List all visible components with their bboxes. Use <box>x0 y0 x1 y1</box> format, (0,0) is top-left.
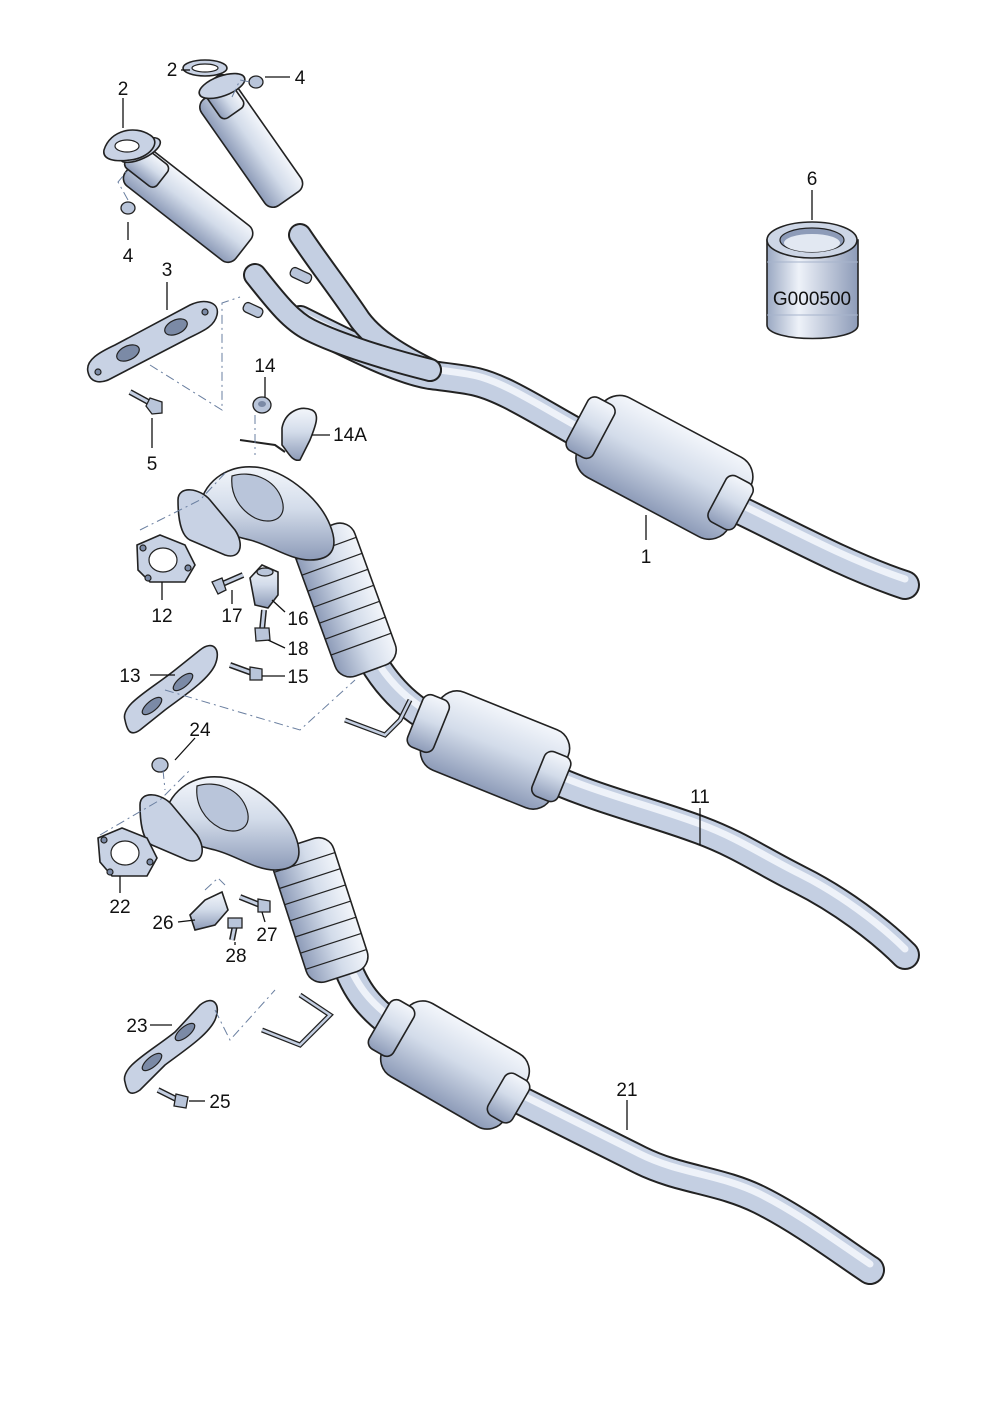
callout-24: 24 <box>189 720 211 741</box>
callout-17: 17 <box>221 606 242 627</box>
bracket-part-26 <box>189 890 229 931</box>
bracket-part-14A <box>239 407 318 462</box>
gasket-part-2-lower <box>103 129 156 162</box>
callout-16: 16 <box>287 609 308 630</box>
callout-18: 18 <box>287 639 308 660</box>
mounting-flange-part-3 <box>86 300 219 383</box>
callout-14A: 14A <box>333 425 367 446</box>
exhaust-pipe-assembly-21 <box>139 776 885 1285</box>
callout-leaders <box>119 69 813 1130</box>
callout-1: 1 <box>641 547 652 568</box>
sleeve-part-6: G000500 <box>766 221 859 340</box>
callout-2-upper: 2 <box>167 60 178 81</box>
nut-part-24 <box>151 757 169 773</box>
callout-4-lower: 4 <box>123 246 134 267</box>
bolt-part-5 <box>128 389 163 415</box>
callout-14: 14 <box>254 356 276 377</box>
bolt-part-18 <box>254 609 271 642</box>
callout-13: 13 <box>119 666 140 687</box>
callout-27: 27 <box>256 925 277 946</box>
callout-labels: 2 4 2 4 3 5 14 14A 1 6 12 17 16 18 13 15… <box>109 60 817 1113</box>
nut-part-4-lower <box>120 201 136 215</box>
callout-23: 23 <box>126 1016 147 1037</box>
gasket-part-12 <box>136 534 196 583</box>
bolt-part-15 <box>228 662 263 681</box>
mounting-flange-part-13 <box>123 644 219 734</box>
callout-12: 12 <box>151 606 172 627</box>
bolt-part-25 <box>156 1087 189 1109</box>
callout-11: 11 <box>690 787 710 808</box>
exhaust-pipe-assembly-11 <box>177 466 920 970</box>
callout-3: 3 <box>162 260 173 281</box>
callout-5: 5 <box>147 454 158 475</box>
mounting-flange-part-23 <box>123 999 219 1094</box>
exhaust-pipe-assembly-1 <box>118 72 920 600</box>
callout-22: 22 <box>109 897 130 918</box>
nut-part-4-upper <box>248 75 264 89</box>
gasket-part-2-upper <box>182 59 228 77</box>
bracket-part-16 <box>249 564 279 609</box>
callout-28: 28 <box>225 946 246 967</box>
callout-4-upper: 4 <box>295 68 306 89</box>
bolt-part-17 <box>211 572 245 595</box>
callout-2-lower: 2 <box>118 79 129 100</box>
callout-25: 25 <box>209 1092 230 1113</box>
bolt-part-28 <box>227 917 243 941</box>
callout-6: 6 <box>807 169 818 190</box>
callout-26: 26 <box>152 913 173 934</box>
callout-21: 21 <box>616 1080 637 1101</box>
assembly-dash-lines <box>99 79 356 1041</box>
bolt-part-27 <box>238 894 271 913</box>
sleeve-code-label: G000500 <box>773 289 851 310</box>
nut-part-14 <box>252 396 272 414</box>
gasket-part-22 <box>97 827 158 877</box>
callout-15: 15 <box>287 667 308 688</box>
